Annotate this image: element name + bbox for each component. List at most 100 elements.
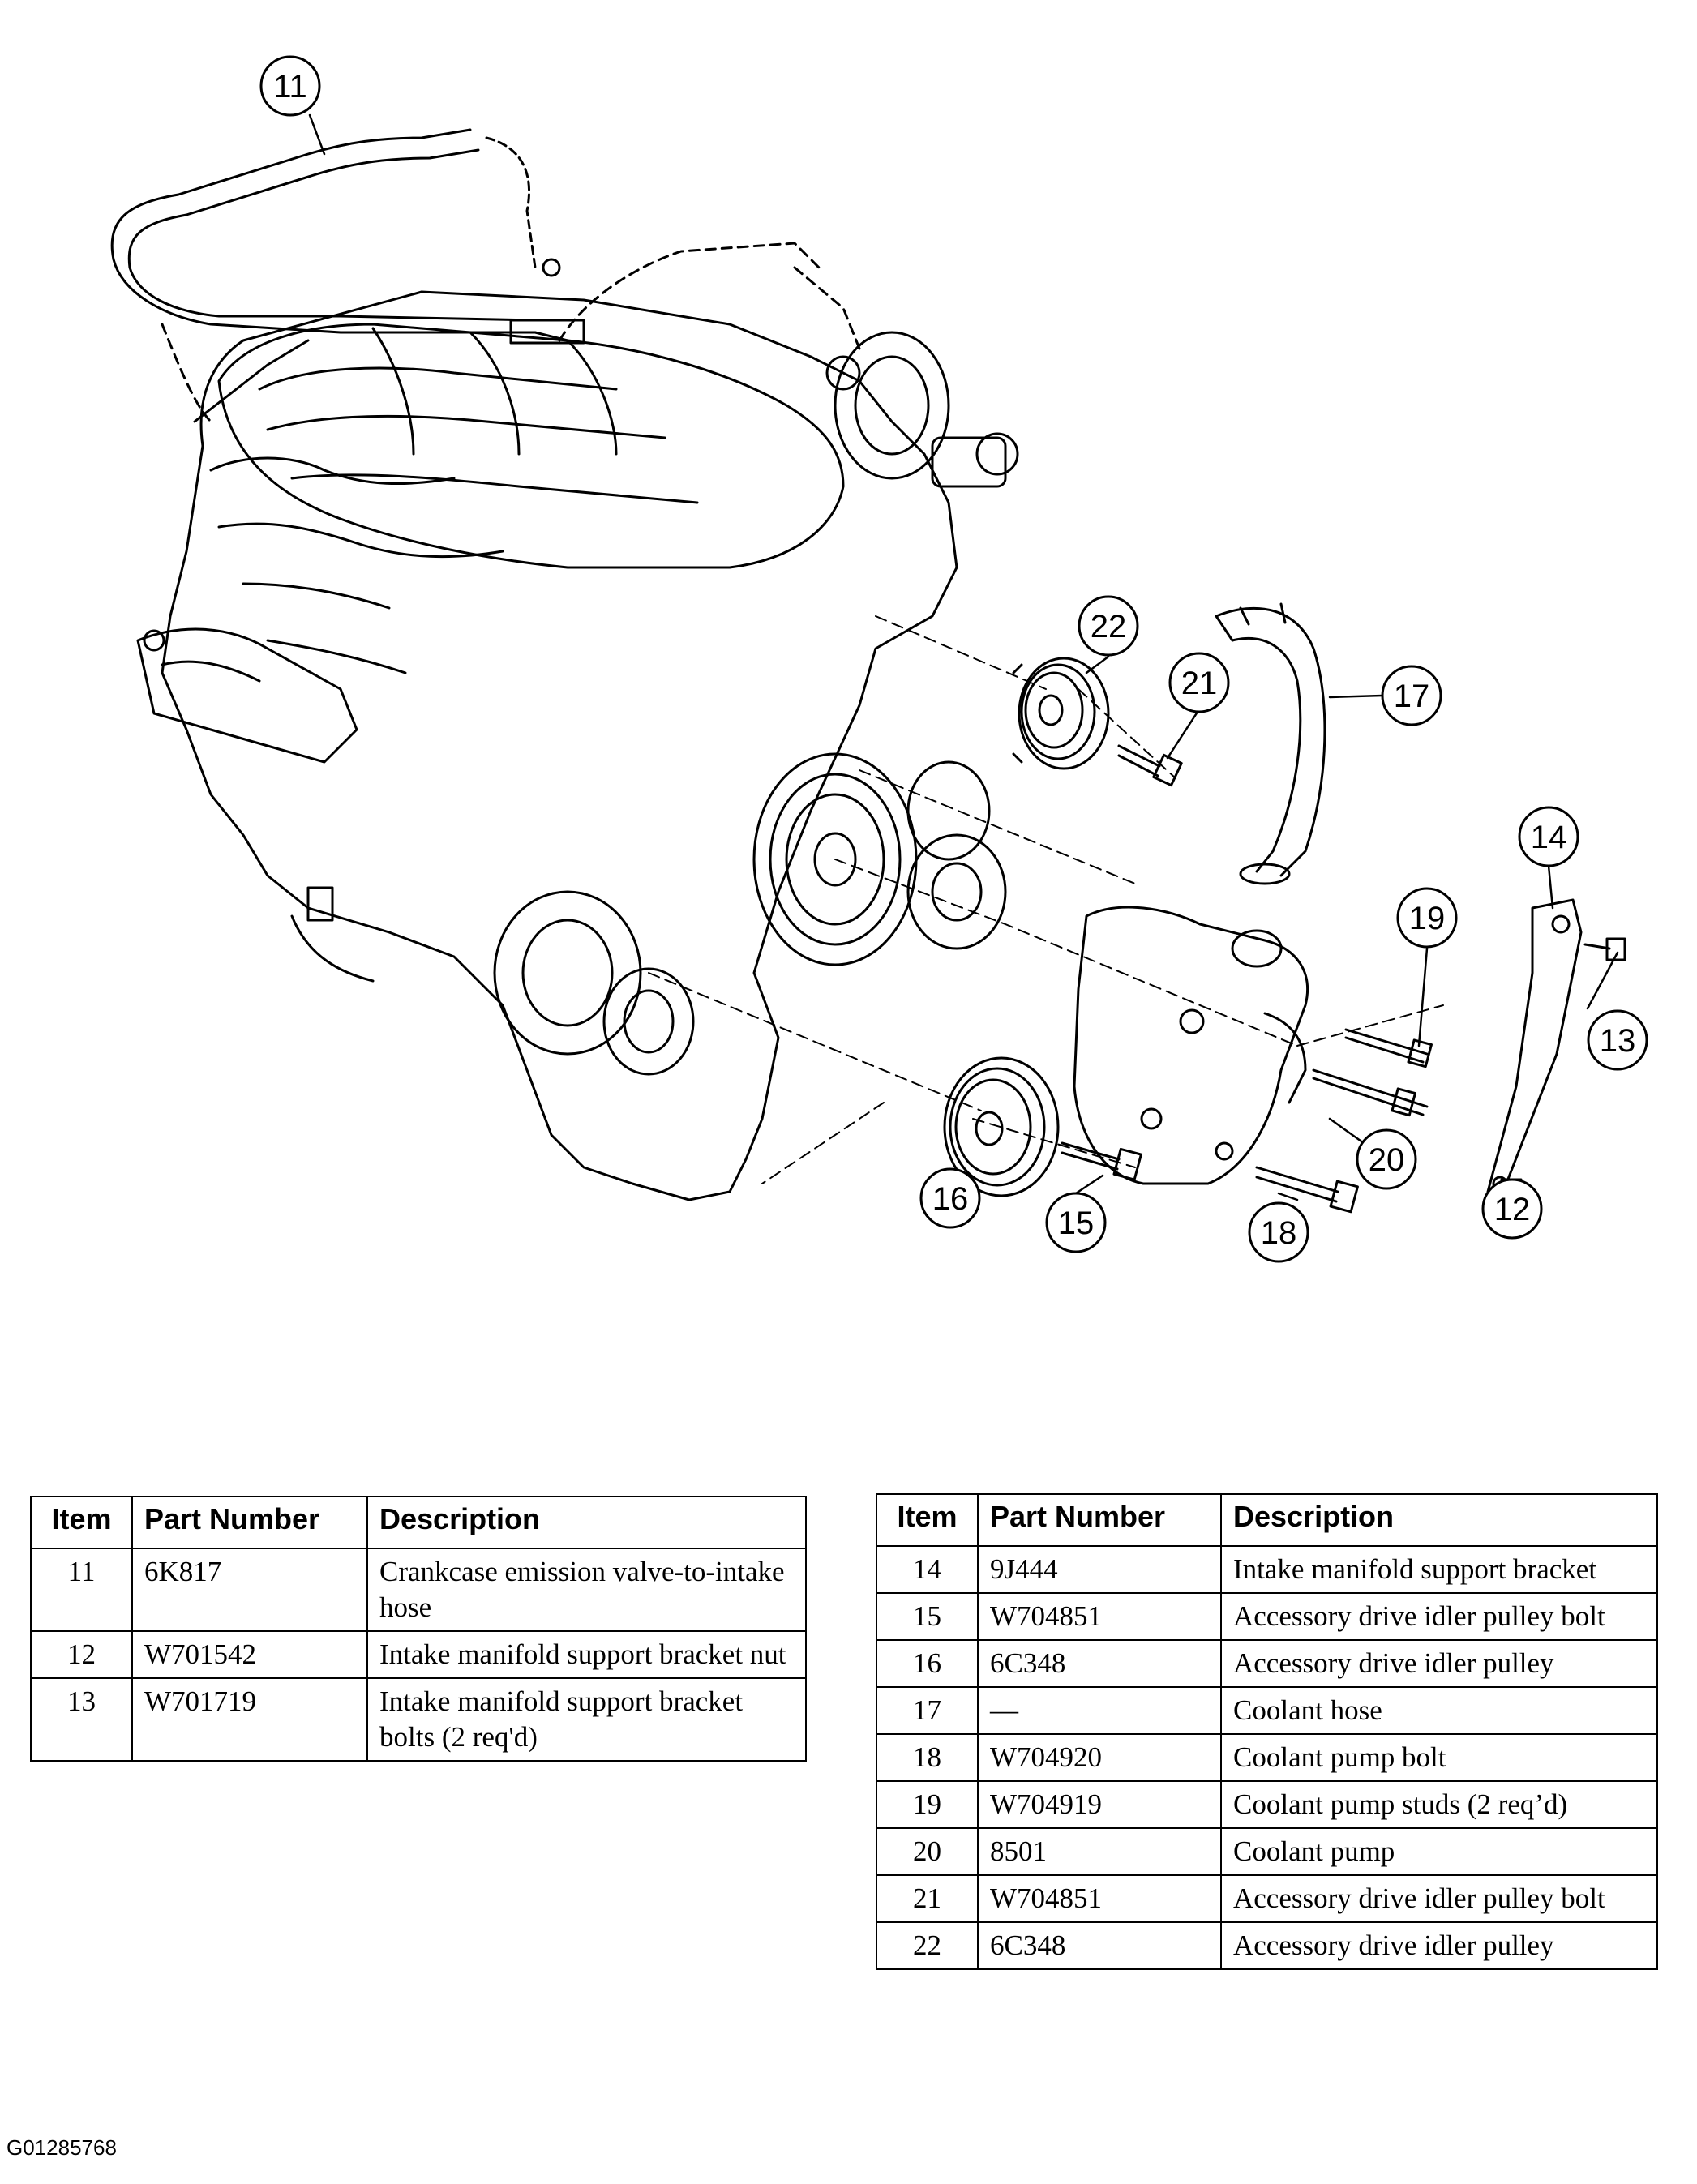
column-header-description: Description: [1220, 1493, 1658, 1547]
table-row: 13 W701719 Intake manifold support brack…: [30, 1677, 807, 1762]
callout-12-text: 12: [1494, 1192, 1531, 1227]
item-cell: 17: [876, 1686, 979, 1735]
alternator: [493, 760, 1007, 1076]
idler-pulley-upper: [1012, 657, 1110, 770]
exhaust-manifold: [136, 627, 375, 983]
part-number-cell: W701542: [131, 1630, 368, 1679]
item-cell: 13: [30, 1677, 133, 1762]
description-cell: Intake manifold support bracket: [1220, 1545, 1658, 1594]
description-cell: Accessory drive idler pulley: [1220, 1639, 1658, 1688]
part-number-cell: W701719: [131, 1677, 368, 1762]
table-row: 22 6C348 Accessory drive idler pulley: [876, 1921, 1658, 1970]
bolt-21: [1117, 744, 1183, 787]
column-header-item: Item: [30, 1496, 133, 1549]
table-row: 15 W704851 Accessory drive idler pulley …: [876, 1592, 1658, 1641]
item-cell: 20: [876, 1827, 979, 1876]
description-cell: Accessory drive idler pulley: [1220, 1921, 1658, 1970]
bolt-13: [1583, 937, 1626, 961]
svg-text:16: 16: [932, 1181, 969, 1217]
studs-19: [1312, 1028, 1433, 1117]
item-cell: 12: [30, 1630, 133, 1679]
description-cell: Coolant pump bolt: [1220, 1733, 1658, 1782]
leader-lines: [308, 113, 1619, 1201]
item-cell: 21: [876, 1874, 979, 1923]
table-header-row: Item Part Number Description: [30, 1496, 807, 1549]
column-header-description: Description: [366, 1496, 807, 1549]
description-cell: Intake manifold support bracket bolts (2…: [366, 1677, 807, 1762]
item-cell: 14: [876, 1545, 979, 1594]
description-cell: Crankcase emission valve-to-intake hose: [366, 1548, 807, 1632]
item-cell: 22: [876, 1921, 979, 1970]
engine-exploded-diagram: 11 13 14 15 16 17 18 19: [110, 55, 1648, 1263]
part-number-cell: W704919: [977, 1780, 1222, 1829]
callout-18: 18: [1248, 1201, 1309, 1263]
part-number-cell: W704851: [977, 1874, 1222, 1923]
svg-text:11: 11: [273, 69, 307, 105]
coolant-pump: [1073, 906, 1309, 1185]
bolt-18: [1255, 1166, 1359, 1214]
wiring-dashed: [161, 242, 861, 423]
part-number-cell: 6C348: [977, 1921, 1222, 1970]
table-row: 11 6K817 Crankcase emission valve-to-int…: [30, 1548, 807, 1632]
description-cell: Accessory drive idler pulley bolt: [1220, 1874, 1658, 1923]
table-row: 20 8501 Coolant pump: [876, 1827, 1658, 1876]
callout-13: 13: [1587, 1009, 1648, 1071]
part-number-cell: 6C348: [977, 1639, 1222, 1688]
svg-text:15: 15: [1058, 1205, 1095, 1241]
svg-text:13: 13: [1600, 1023, 1636, 1059]
table-row: 21 W704851 Accessory drive idler pulley …: [876, 1874, 1658, 1923]
description-cell: Coolant pump: [1220, 1827, 1658, 1876]
part-number-cell: W704920: [977, 1733, 1222, 1782]
description-cell: Accessory drive idler pulley bolt: [1220, 1592, 1658, 1641]
idler-pulley-lower: [943, 1056, 1060, 1197]
table-row: 18 W704920 Coolant pump bolt: [876, 1733, 1658, 1782]
callout-14: 14: [1518, 806, 1579, 867]
svg-text:18: 18: [1261, 1215, 1297, 1251]
callout-21: 21: [1168, 652, 1230, 713]
parts-table-left: Item Part Number Description 11 6K817 Cr…: [30, 1496, 807, 1762]
part-number-cell: 8501: [977, 1827, 1222, 1876]
callout-11: 11: [259, 55, 321, 117]
description-cell: Coolant hose: [1220, 1686, 1658, 1735]
table-row: 12 W701542 Intake manifold support brack…: [30, 1630, 807, 1679]
callout-22: 22: [1078, 595, 1139, 657]
svg-text:19: 19: [1409, 901, 1446, 936]
part-number-cell: W704851: [977, 1592, 1222, 1641]
column-header-part-number: Part Number: [131, 1496, 368, 1549]
callout-16: 16: [919, 1167, 981, 1229]
item-cell: 19: [876, 1780, 979, 1829]
item-cell: 18: [876, 1733, 979, 1782]
parts-table-right: Item Part Number Description 14 9J444 In…: [876, 1493, 1658, 1970]
svg-text:20: 20: [1369, 1142, 1405, 1178]
svg-text:21: 21: [1181, 666, 1218, 701]
engine-block: [161, 290, 958, 1201]
bolt-15: [1061, 1141, 1142, 1181]
support-bracket-14: [1486, 898, 1583, 1201]
part-number-cell: —: [977, 1686, 1222, 1735]
coolant-hose: [1215, 602, 1326, 885]
description-cell: Intake manifold support bracket nut: [366, 1630, 807, 1679]
svg-text:14: 14: [1531, 820, 1567, 855]
table-row: 14 9J444 Intake manifold support bracket: [876, 1545, 1658, 1594]
table-header-row: Item Part Number Description: [876, 1493, 1658, 1547]
callout-15: 15: [1045, 1192, 1107, 1253]
crankcase-hose: [110, 128, 585, 345]
throttle-body: [825, 331, 1019, 488]
image-id-label: G01285768: [6, 2135, 117, 2160]
table-row: 17 — Coolant hose: [876, 1686, 1658, 1735]
item-cell: 11: [30, 1548, 133, 1632]
column-header-item: Item: [876, 1493, 979, 1547]
svg-text:22: 22: [1091, 609, 1127, 644]
description-cell: Coolant pump studs (2 req’d): [1220, 1780, 1658, 1829]
item-cell: 16: [876, 1639, 979, 1688]
callout-20: 20: [1356, 1128, 1417, 1190]
callout-label-12: [1481, 1178, 1543, 1240]
callout-19: 19: [1396, 887, 1458, 949]
table-row: 19 W704919 Coolant pump studs (2 req’d): [876, 1780, 1658, 1829]
part-number-cell: 6K817: [131, 1548, 368, 1632]
item-cell: 15: [876, 1592, 979, 1641]
column-header-part-number: Part Number: [977, 1493, 1222, 1547]
svg-text:17: 17: [1394, 679, 1430, 714]
part-number-cell: 9J444: [977, 1545, 1222, 1594]
table-row: 16 6C348 Accessory drive idler pulley: [876, 1639, 1658, 1688]
